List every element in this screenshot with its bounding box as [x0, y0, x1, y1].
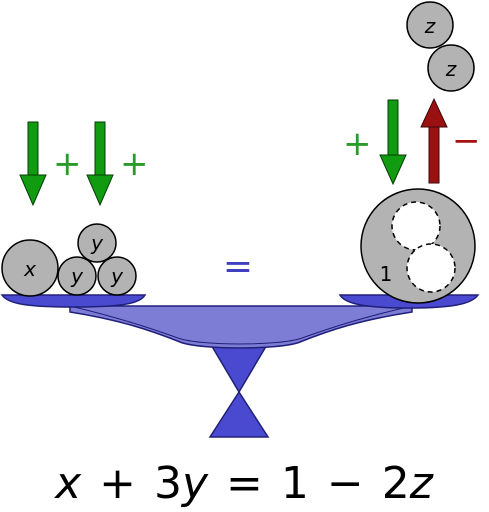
eq-minus: − [327, 458, 364, 509]
ball-y-top: y [77, 223, 117, 263]
ball-y-bottom-right: y [97, 256, 137, 296]
plus-sign: + [120, 144, 149, 184]
scale-stand [208, 342, 270, 438]
eq-two: 2 [382, 458, 410, 509]
red-up-arrow-icon [420, 97, 448, 184]
eq-y: y [180, 458, 209, 509]
minus-sign: − [452, 121, 481, 161]
ball-one: 1 [360, 188, 476, 304]
ball-x: x [1, 239, 59, 297]
ball-z-label: z [424, 14, 436, 38]
ball-y-label: y [70, 264, 84, 288]
ball-hole [406, 243, 456, 293]
eq-one: 1 [281, 458, 309, 509]
green-down-arrow-icon [86, 121, 114, 207]
ball-y-label: y [110, 264, 124, 288]
ball-z-label: z [445, 57, 457, 81]
equation: x + 3y = 1 − 2z [53, 458, 434, 509]
eq-equals: = [226, 458, 263, 509]
eq-z: z [409, 458, 434, 509]
plus-sign: + [53, 144, 82, 184]
green-down-arrow-icon [379, 99, 407, 186]
ball-y-bottom-left: y [57, 256, 97, 296]
green-down-arrow-icon [19, 121, 47, 207]
eq-three: 3 [154, 458, 182, 509]
ball-z-bottom: z [427, 44, 475, 92]
plus-sign: + [343, 124, 372, 164]
ball-hole [391, 201, 441, 251]
ball-y-label: y [90, 231, 104, 255]
left-pan [0, 294, 147, 308]
ball-x-label: x [23, 257, 36, 281]
ball-one-label: 1 [380, 262, 393, 286]
beam-highlight [69, 305, 413, 345]
eq-plus: + [99, 458, 136, 509]
scale-beam [69, 305, 413, 349]
eq-x: x [53, 458, 82, 509]
ball-z-top: z [406, 1, 454, 49]
balance-equals-sign: = [223, 246, 253, 287]
